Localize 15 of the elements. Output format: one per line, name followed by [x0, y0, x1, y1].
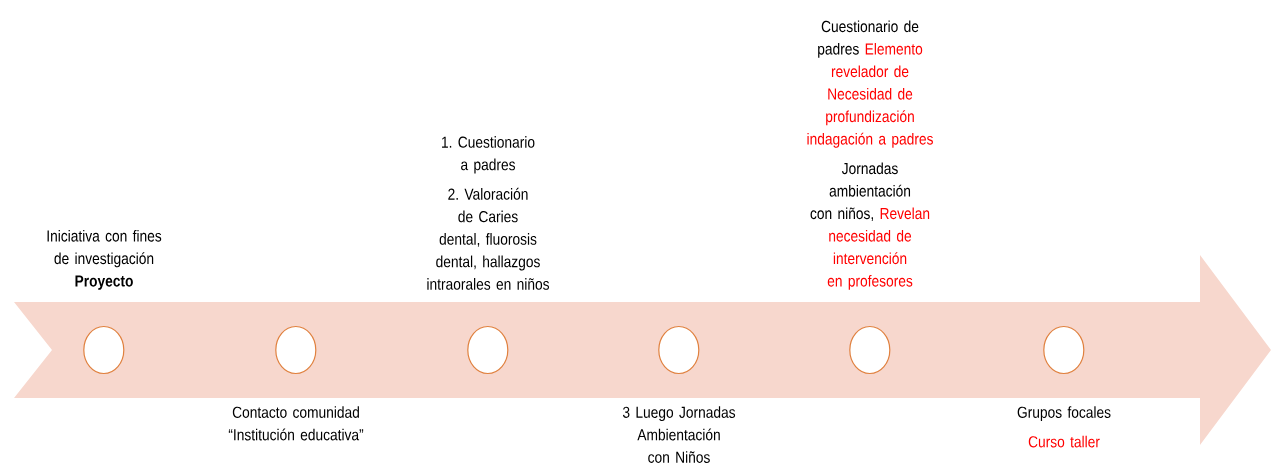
timeline-circle	[849, 325, 891, 375]
timeline-circle	[275, 325, 317, 375]
timeline-circle	[467, 325, 509, 375]
step-text: 2. Valoración de Caries dental, fluorosis dental, hallazgos intraorales en niños	[427, 187, 550, 290]
step-text: 3 Luego Jornadas Ambientación con Niños	[622, 406, 736, 463]
timeline-circle	[658, 325, 700, 375]
timeline-circle	[83, 325, 125, 375]
step-text: Jornadas ambientación con niños, Revelan necesidad de intervención en profesores	[810, 162, 930, 290]
step-text: Contacto comunidad “Institución educativa”	[228, 406, 364, 441]
timeline-circle	[1043, 325, 1085, 375]
step-text: Iniciativa con fines de investigación Proyecto	[47, 229, 162, 290]
step-text: Curso taller	[1028, 435, 1100, 448]
step-text: Grupos focales	[1017, 406, 1111, 422]
step-text: 1. Cuestionario a padres	[442, 136, 535, 174]
step-text: Cuestionario de padres Elemento revelador de Necesidad de profundización indagación a padres	[807, 20, 933, 148]
